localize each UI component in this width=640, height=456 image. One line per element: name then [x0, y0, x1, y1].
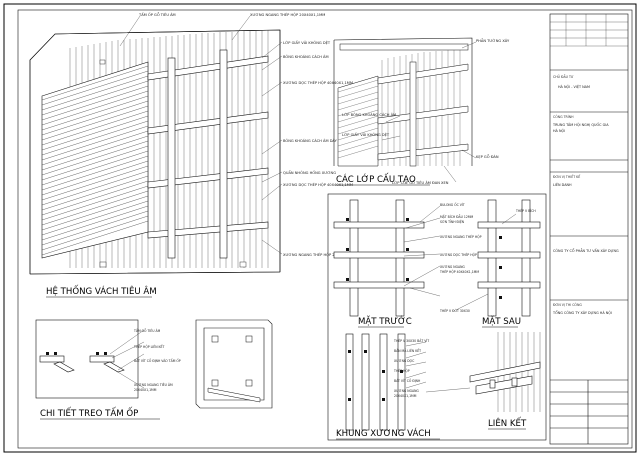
title-lien-ket: LIÊN KẾT [488, 417, 527, 429]
label-bat-vit: BÁT VÍT CỐ ĐỊNH [394, 378, 421, 383]
title-block: CHỦ ĐẦU TƯ HÀ NỘI - VIỆT NAM CÔNG TRÌNH … [549, 13, 629, 445]
label-thep-v-dot: THÉP V ĐÓT 30X30 [439, 308, 470, 313]
label-xuong-ngang-ta: XƯƠNG NGANG TIÊU ÂM [134, 382, 173, 387]
tb-head-3: ĐƠN VỊ THIẾT KẾ [553, 173, 581, 179]
title-cac-lop: CÁC LỚP CẤU TẠO [336, 173, 416, 185]
label-bulong: BULONG ỐC VÍT [440, 202, 465, 207]
label-xuong-doc: XƯƠNG DỌC THÉP HỘP 40X40X1,1MM [283, 80, 353, 85]
label-xuong-ngang-th: XƯƠNG NGANG THÉP HỘP [440, 234, 482, 239]
label-xuong-ngang-mt: XƯƠNG NGANG [440, 265, 465, 269]
label-son-tinh-dien: SƠN TĨNH ĐIỆN [440, 219, 465, 224]
label-thep-hop-lk: THÉP HỘP LIÊN KẾT [133, 343, 165, 349]
label-tam-op: TẤM ỐP GỖ TIÊU ÂM [138, 12, 176, 17]
label-thep-v-bich: THÉP V BÍCH [515, 208, 536, 213]
label-bong-khoang-50: BÔNG KHOÁNG CÁCH ÂM DÀY 50MM [283, 138, 349, 143]
cac-lop-view [333, 37, 473, 167]
khung-frame [327, 193, 547, 441]
label-lop-giay: LỚP GIẤY VẢI KHÔNG DỆT [342, 132, 390, 137]
label-bong-khoang: BÔNG KHOÁNG CÁCH ÂM [283, 54, 329, 59]
khung-xuong-view [345, 332, 541, 431]
label-ban-ma: BẢN MÃ LIÊN KẾT [394, 347, 421, 353]
label-bat-vit-tam: BÁT VÍT CỐ ĐỊNH VÀO TẤM ỐP [134, 358, 181, 363]
label-tam-go: TẤM GỖ TIÊU ÂM [133, 328, 161, 333]
tb-head-0: CHỦ ĐẦU TƯ [553, 74, 574, 79]
tb-head-5: ĐƠN VỊ THI CÔNG [553, 302, 582, 307]
tb-text-4: CÔNG TY CỔ PHẦN TƯ VẤN XÂY DỰNG [553, 248, 619, 253]
label-thep-v-30: THÉP V 30X30 BẢT VÍT [393, 338, 429, 343]
label-xuong-ngang-k: XƯƠNG NGANG [394, 389, 419, 393]
title-chi-tiet: CHI TIẾT TREO TẤM ỐP [40, 406, 138, 419]
label-thep-hop-mt: THÉP HỘP 40X40X1,1MM [439, 269, 479, 274]
label-thep-hop-k: THÉP HỘP [393, 368, 410, 373]
tb-text-2: HÀ NỘI [553, 128, 565, 133]
mat-sau-view [477, 199, 541, 317]
label-xuong-ngang-top: XƯƠNG NGANG THÉP HỘP 20X40X1,1MM [250, 12, 325, 17]
title-mat-sau: MẶT SAU [482, 315, 521, 327]
sheet-border [3, 3, 637, 453]
tb-text-1: TRUNG TÂM HỘI NGHỊ QUỐC GIA [552, 122, 609, 127]
label-size-ta: 20X40X1,1MM [134, 388, 157, 392]
label-xuong-doc-th: XƯƠNG DỌC THÉP HỘP [440, 252, 477, 257]
label-giay-vai: LỚP GIẤY VẢI KHÔNG DỆT [283, 40, 331, 45]
tb-head-1: CÔNG TRÌNH [553, 114, 574, 119]
label-xuong-ngang-bottom: XƯƠNG NGANG THÉP HỘP 20X40X1,1MM [283, 252, 358, 257]
he-thong-view [29, 29, 281, 275]
label-size-k: 20X40X1,1MM [394, 394, 417, 398]
frame-border [17, 9, 633, 449]
title-khung: KHUNG XƯƠNG VÁCH [336, 427, 431, 439]
tb-text-0: HÀ NỘI - VIỆT NAM [558, 84, 590, 89]
label-kep-go: KẸP GỖ ĐÀN [476, 154, 499, 159]
label-phan-tuong: PHẦN TƯỜNG XÂY [476, 38, 510, 43]
tb-text-5: TỔNG CÔNG TY XÂY DỰNG HÀ NỘI [552, 310, 612, 315]
label-mat-bich: MẶT BÍCH ĐẦU 12MM [440, 214, 474, 219]
tb-text-3: LIÊN DANH [553, 182, 572, 187]
title-he-thong: HỆ THỐNG VÁCH TIÊU ÂM [46, 284, 157, 297]
label-xuong-doc-2: XƯƠNG DỌC THÉP HỘP 40X40X1,1MM [283, 182, 353, 187]
mat-truoc-view [333, 199, 425, 317]
title-mat-truoc: MẶT TRƯỚC [358, 315, 412, 327]
label-lop-bong: LỚP BÔNG KHOÁNG CÁCH ÂM [342, 112, 396, 117]
label-quan-nhong: QUẦN NHÔNG HỐNG XƯƠNG [283, 170, 336, 175]
label-lop-cot-go: LỚP CỐT GỖ TIÊU ÂM ĐAN XEN [392, 180, 449, 185]
label-xuong-doc-k: XƯƠNG DỌC [394, 359, 414, 363]
chi-tiet-view [35, 319, 273, 409]
